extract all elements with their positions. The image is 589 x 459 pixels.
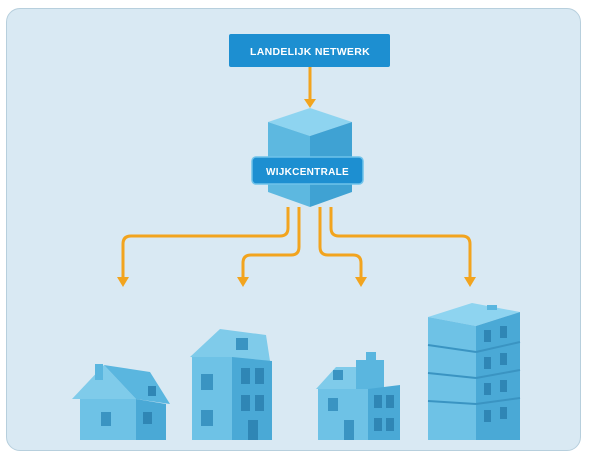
arrow-head [117,277,129,287]
wall-front [192,357,232,440]
door [148,386,156,396]
apartment-windows [484,326,507,422]
connector-hub-to-building-4 [329,207,472,282]
wall-front [428,317,476,440]
gable-front [356,352,384,389]
dormer [236,338,248,350]
connector-arrows [117,99,476,287]
window [255,368,264,384]
connector-lines [121,67,472,282]
hub-label-box [251,156,364,185]
roof [190,329,270,361]
roof-vent [487,305,497,310]
connector-hub-to-building-3 [318,207,363,282]
floor-dividers [427,341,521,405]
window [101,412,111,426]
door [344,420,354,440]
connector-hub-to-building-2 [241,207,301,282]
node-wijkcentrale: WIJKCENTRALE [251,108,364,207]
arrow-head [464,277,476,287]
dormer [333,370,343,380]
window [241,368,250,384]
arrow-head [355,277,367,287]
building-house-tall [190,329,272,440]
window [143,412,152,424]
arrow-head [237,277,249,287]
node-label-hub: WIJKCENTRALE [266,167,349,178]
node-label-top: LANDELIJK NETWERK [250,46,370,58]
window [386,395,394,408]
chimney [95,364,103,380]
window [241,395,250,411]
building-apartment-block [427,303,521,440]
window [255,395,264,411]
wall-side [368,385,400,440]
roof [72,365,136,399]
window [374,395,382,408]
connector-hub-to-building-1 [121,207,290,282]
building-house-gabled [316,352,400,440]
arrow-head [304,99,316,108]
wall-front [318,389,368,440]
node-landelijk-netwerk: LANDELIJK NETWERK [229,34,390,67]
door [248,420,258,440]
window [328,398,338,411]
building-house-small [72,364,170,440]
window [374,418,382,431]
node-box [229,34,390,67]
window [201,410,213,426]
window [386,418,394,431]
window [201,374,213,390]
